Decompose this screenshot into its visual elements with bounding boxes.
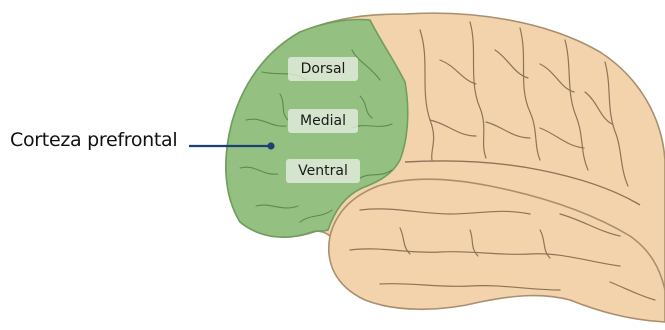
region-label-ventral: Ventral [286,159,360,183]
callout-label-prefrontal-cortex: Corteza prefrontal [10,129,177,151]
region-label-dorsal: Dorsal [288,57,358,81]
region-label-medial: Medial [288,109,358,133]
callout-dot [267,142,274,149]
